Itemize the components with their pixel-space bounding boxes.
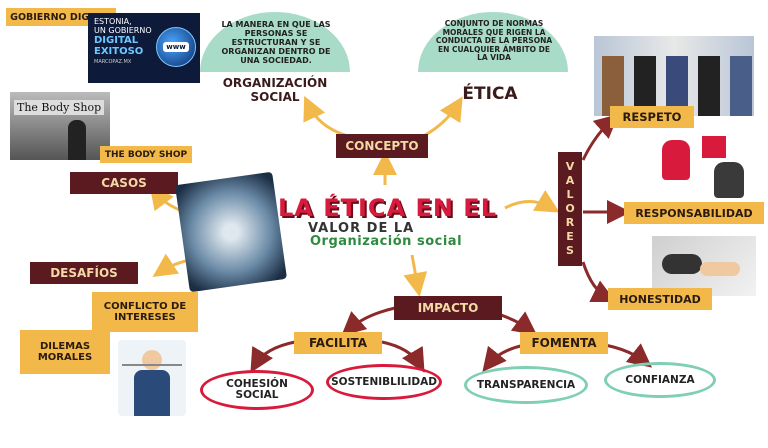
arrow-valores-hon [581, 261, 617, 303]
arrow-concepto-org [303, 95, 356, 140]
arrow-valores-respeto [581, 114, 619, 161]
estonia-line1: ESTONIA, [94, 17, 132, 26]
title-line3: Organización social [310, 234, 463, 249]
bodyshop-sign: The Body Shop [14, 100, 105, 115]
sostenibilidad-ellipse: SOSTENIBLILIDAD [326, 364, 442, 400]
arrow-concepto-etica [419, 96, 463, 140]
valores-box: VALORES [558, 152, 582, 266]
globe-icon: www [156, 27, 196, 67]
www-badge: www [163, 42, 189, 52]
bodyshop-image: The Body Shop [10, 92, 110, 160]
impacto-box: IMPACTO [394, 296, 502, 320]
concepto-box: CONCEPTO [336, 134, 428, 158]
people-image [594, 36, 754, 116]
desafios-box: DESAFÍOS [30, 262, 138, 284]
estonia-line2: UN GOBIERNO [94, 26, 152, 35]
arrow-facilita-sost [381, 340, 425, 373]
fomenta-box: FOMENTA [520, 332, 608, 354]
organizacion-text: LA MANERA EN QUE LAS PERSONAS SE ESTRUCT… [221, 20, 331, 65]
confianza-ellipse: CONFIANZA [604, 362, 716, 398]
arrow-fomenta-conf [604, 343, 653, 368]
etica-text: CONJUNTO DE NORMAS MORALES QUE RIGEN LA … [435, 19, 553, 62]
etica-label: ÉTICA [462, 84, 518, 104]
arrow-title-impacto [403, 254, 428, 297]
honestidad-box: HONESTIDAD [608, 288, 712, 310]
valores-label: VALORES [563, 160, 577, 258]
person-figure [68, 120, 86, 160]
estonia-line4: EXITOSO [94, 46, 144, 57]
transparencia-ellipse: TRANSPARENCIA [464, 366, 588, 404]
respeto-box: RESPETO [610, 106, 694, 128]
conflicto-intereses-box: CONFLICTO DE INTERESES [92, 292, 198, 332]
dilemas-morales-box: DILEMAS MORALES [20, 330, 110, 374]
arrow-facilita-cohesion [250, 340, 296, 373]
estonia-line3: DIGITAL [94, 35, 139, 46]
responsabilidad-box: RESPONSABILIDAD [624, 202, 764, 224]
responsibility-illustration [660, 132, 750, 202]
arrow-impacto-facilita [341, 306, 396, 336]
title-line2: VALOR DE LA [308, 221, 415, 236]
organizacion-label: ORGANIZACIÓN SOCIAL [222, 76, 328, 104]
casos-box: CASOS [70, 172, 178, 194]
teamwork-hands-image [174, 171, 288, 293]
main-title: LA ÉTICA EN EL [278, 194, 497, 222]
estonia-tag: MARCOPAZ.MX [94, 59, 132, 65]
cohesion-social-ellipse: COHESIÓN SOCIAL [200, 370, 314, 410]
estonia-image: ESTONIA, UN GOBIERNO DIGITAL EXITOSO MAR… [88, 13, 200, 83]
businessman-illustration [118, 340, 186, 416]
caso-bodyshop-label: THE BODY SHOP [100, 146, 192, 163]
arrow-title-valores [504, 190, 560, 213]
handshake-image [652, 236, 756, 296]
facilita-box: FACILITA [294, 332, 382, 354]
